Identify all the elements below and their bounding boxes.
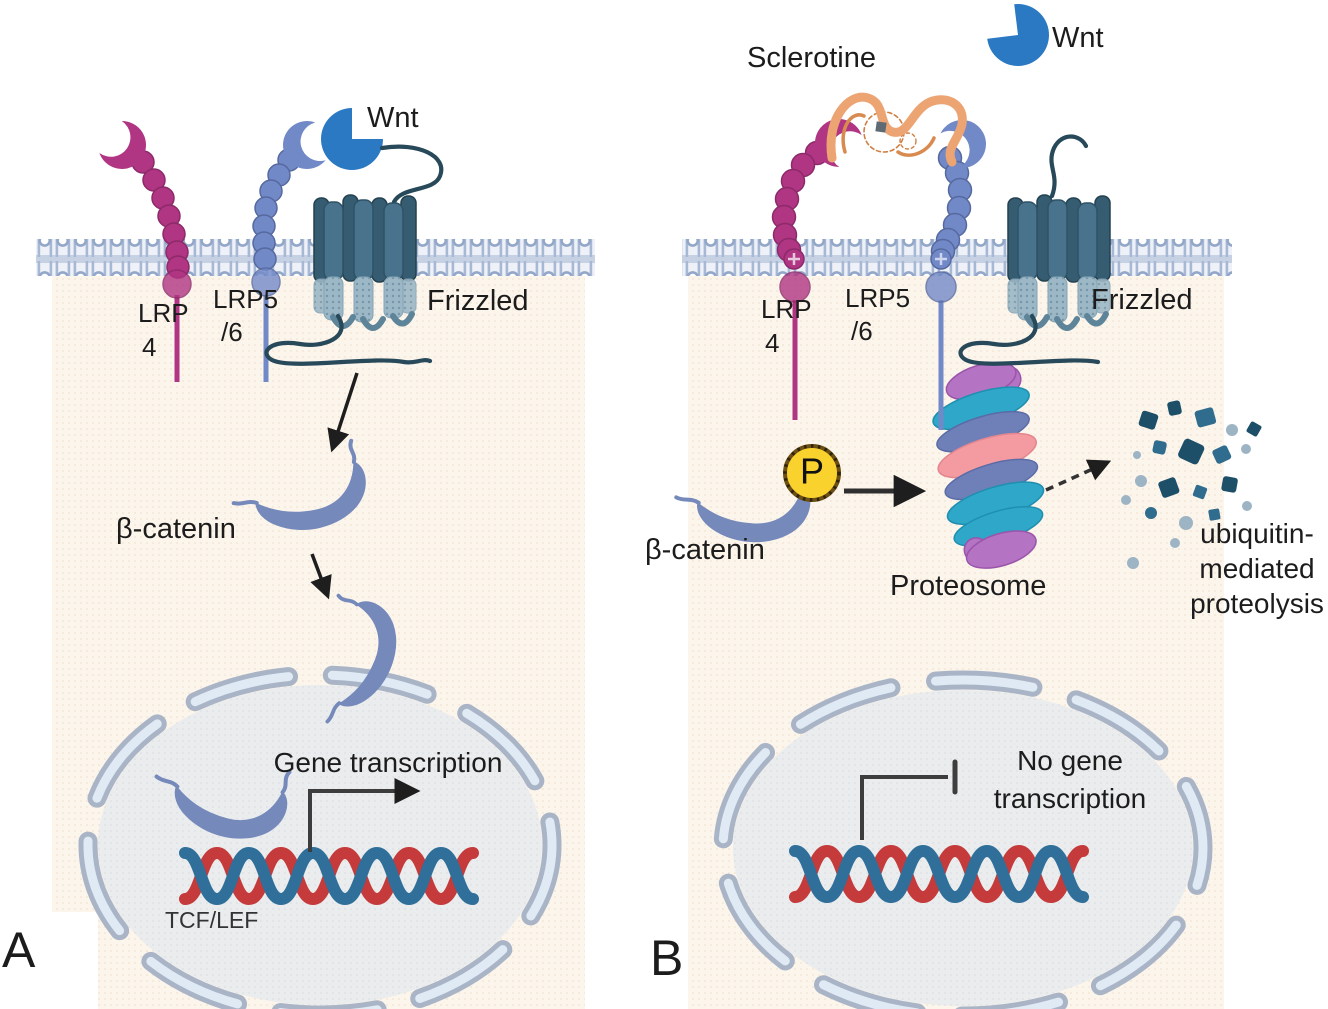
no-gene-label-line1: No gene — [1017, 745, 1123, 776]
wnt-ligand-b — [975, 0, 1049, 66]
arrow-beta-catenin-to-nucleus — [310, 553, 332, 600]
lrp56-label-b-line1: LRP5 — [845, 283, 911, 313]
ubiquitin-label-line2: mediated — [1199, 553, 1315, 584]
gene-transcription-label: Gene transcription — [273, 747, 503, 778]
wnt-ligand-a — [321, 103, 392, 170]
ubiquitin-label-line3: proteolysis — [1190, 588, 1324, 619]
inhibition-arrow — [860, 759, 958, 840]
sclerotine-label: Sclerotine — [747, 42, 876, 74]
frizzled-label-b: Frizzled — [1091, 284, 1193, 316]
phosphate-letter: P — [799, 450, 825, 492]
panel-b-letter: B — [650, 930, 684, 986]
protein-fragments — [1121, 400, 1262, 569]
lrp4-receptor-b — [771, 110, 873, 420]
lrp4-label-b-line1: LRP — [761, 294, 812, 324]
lrp4-label-a-line1: LRP — [138, 298, 189, 328]
lrp4-label-a-line2: 4 — [142, 332, 157, 362]
sclerotine-protein — [826, 92, 967, 167]
panel-a-letter: A — [2, 922, 36, 978]
lrp5-6-receptor-a — [251, 116, 336, 382]
frizzled-label-a: Frizzled — [427, 285, 529, 317]
frizzled-receptor-b — [958, 134, 1110, 366]
phosphate-badge — [783, 444, 841, 502]
arrow-to-proteolysis — [1045, 459, 1112, 492]
dna-helix-a — [179, 846, 479, 906]
frizzled-receptor-a — [264, 144, 444, 366]
nucleus-a — [78, 665, 562, 1009]
lrp4-receptor-a — [89, 112, 192, 382]
lrp4-label-b-line2: 4 — [765, 328, 780, 358]
dna-helix-b — [789, 844, 1089, 904]
beta-catenin-label-b: β-catenin — [645, 534, 765, 566]
lrp56-label-a-line2: /6 — [221, 317, 243, 347]
wnt-label-b: Wnt — [1052, 22, 1104, 54]
proteosome-label: Proteosome — [890, 570, 1047, 602]
wnt-label-a: Wnt — [367, 102, 419, 134]
beta-catenin-label-a: β-catenin — [116, 513, 236, 545]
lrp56-label-a-line1: LRP5 — [213, 284, 279, 314]
lrp56-label-b-line2: /6 — [851, 316, 873, 346]
proteosome-complex — [932, 361, 1045, 569]
arrow-membrane-to-beta-catenin — [327, 372, 359, 453]
promoter-arrow — [308, 778, 421, 852]
no-gene-label-line2: transcription — [993, 783, 1147, 814]
ubiquitin-label-line1: ubiquitin- — [1200, 518, 1314, 549]
ubiquitin-label: ubiquitin- mediated proteolysis — [1190, 516, 1324, 621]
tcf-lef-label: TCF/LEF — [165, 907, 259, 933]
